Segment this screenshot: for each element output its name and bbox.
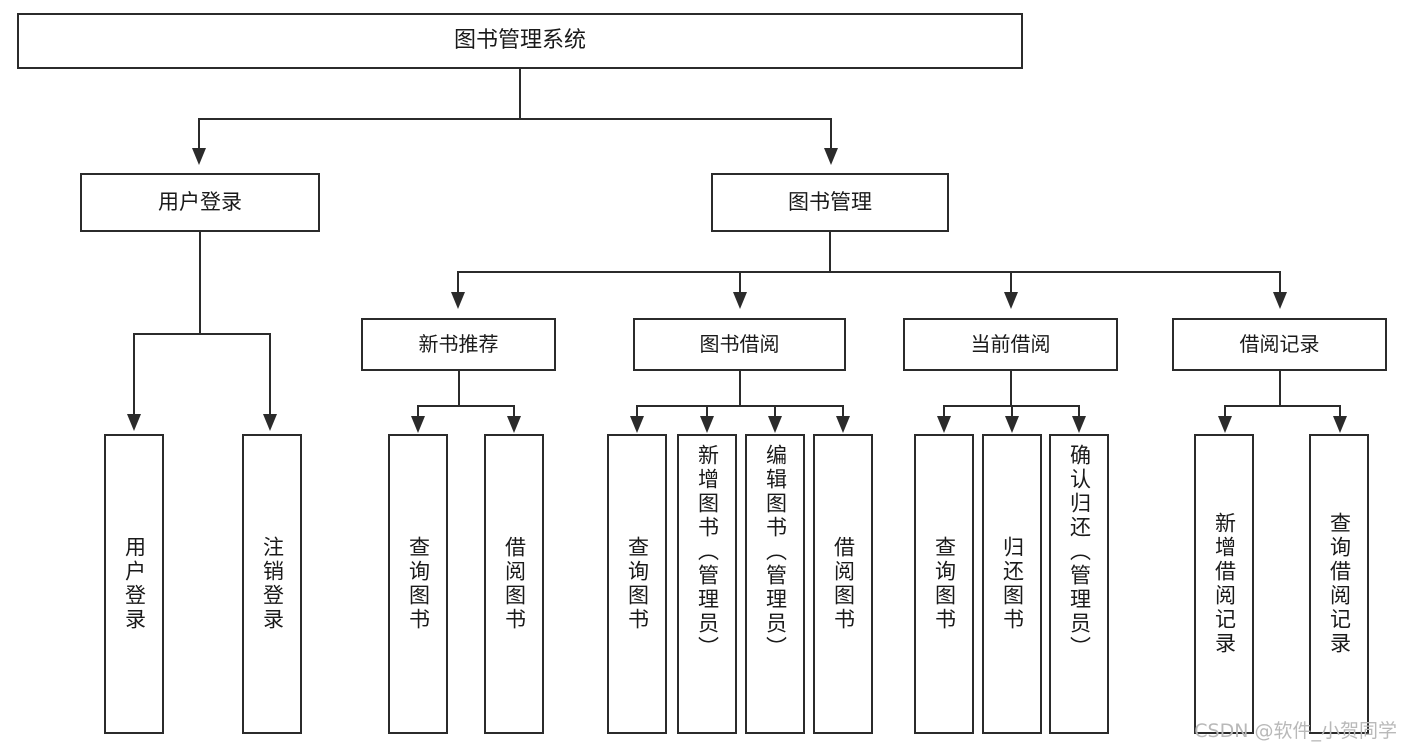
connector-new-book-bus bbox=[417, 405, 515, 407]
connector-book-borrow-stem bbox=[739, 371, 741, 406]
connector-user-login-to-leaf-2 bbox=[269, 333, 271, 415]
arrowhead-book-borrow-to-leaf-4 bbox=[836, 416, 850, 433]
connector-book-borrow-to-leaf-4 bbox=[842, 405, 844, 417]
connector-book-management-stem bbox=[829, 232, 831, 272]
node-book-management[interactable]: 图书管理 bbox=[711, 173, 949, 232]
leaf-label: 用户登录 bbox=[122, 536, 147, 632]
node-borrow-record[interactable]: 借阅记录 bbox=[1172, 318, 1387, 371]
connector-current-borrow-stem bbox=[1010, 371, 1012, 406]
leaf-book-borrow-edit-admin[interactable]: 编辑图书（管理员） bbox=[745, 434, 805, 734]
arrowhead-new-book-to-leaf-1 bbox=[411, 416, 425, 433]
connector-bm-to-borrow-record bbox=[1279, 271, 1281, 293]
node-label: 当前借阅 bbox=[970, 332, 1051, 356]
arrowhead-current-borrow-to-leaf-2 bbox=[1005, 416, 1019, 433]
leaf-label: 查询图书 bbox=[932, 536, 957, 632]
connector-root-stem bbox=[519, 69, 521, 119]
leaf-label: 编辑图书（管理员） bbox=[763, 444, 788, 660]
connector-bm-to-book-borrow bbox=[739, 271, 741, 293]
arrowhead-root-to-user-login bbox=[192, 148, 206, 165]
arrowhead-current-borrow-to-leaf-3 bbox=[1072, 416, 1086, 433]
connector-new-book-to-leaf-1 bbox=[417, 405, 419, 417]
arrowhead-borrow-record-to-leaf-2 bbox=[1333, 416, 1347, 433]
node-user-login[interactable]: 用户登录 bbox=[80, 173, 320, 232]
connector-current-borrow-to-leaf-1 bbox=[943, 405, 945, 417]
node-new-book-recommend[interactable]: 新书推荐 bbox=[361, 318, 556, 371]
node-current-borrow[interactable]: 当前借阅 bbox=[903, 318, 1118, 371]
arrowhead-borrow-record-to-leaf-1 bbox=[1218, 416, 1232, 433]
arrowhead-bm-to-borrow-record bbox=[1273, 292, 1287, 309]
leaf-new-book-query[interactable]: 查询图书 bbox=[388, 434, 448, 734]
node-label: 借阅记录 bbox=[1239, 332, 1320, 356]
arrowhead-bm-to-current-borrow bbox=[1004, 292, 1018, 309]
leaf-new-book-borrow[interactable]: 借阅图书 bbox=[484, 434, 544, 734]
connector-root-to-user-login bbox=[198, 118, 200, 150]
node-label: 新书推荐 bbox=[418, 332, 499, 356]
leaf-label: 借阅图书 bbox=[831, 536, 856, 632]
arrowhead-user-login-to-leaf-2 bbox=[263, 414, 277, 431]
arrowhead-current-borrow-to-leaf-1 bbox=[937, 416, 951, 433]
leaf-label: 注销登录 bbox=[260, 536, 285, 632]
arrowhead-root-to-book-management bbox=[824, 148, 838, 165]
leaf-book-borrow-add-admin[interactable]: 新增图书（管理员） bbox=[677, 434, 737, 734]
leaf-borrow-record-add[interactable]: 新增借阅记录 bbox=[1194, 434, 1254, 734]
leaf-current-borrow-confirm-admin[interactable]: 确认归还（管理员） bbox=[1049, 434, 1109, 734]
arrowhead-new-book-to-leaf-2 bbox=[507, 416, 521, 433]
connector-user-login-to-leaf-1 bbox=[133, 333, 135, 415]
leaf-label: 确认归还（管理员） bbox=[1067, 444, 1092, 660]
leaf-label: 归还图书 bbox=[1000, 536, 1025, 632]
connector-user-login-stem bbox=[199, 232, 201, 334]
arrowhead-user-login-to-leaf-1 bbox=[127, 414, 141, 431]
leaf-label: 新增图书（管理员） bbox=[695, 444, 720, 660]
node-book-borrow[interactable]: 图书借阅 bbox=[633, 318, 846, 371]
connector-root-to-book-management bbox=[830, 118, 832, 150]
connector-book-borrow-to-leaf-3 bbox=[774, 405, 776, 417]
node-label: 图书借阅 bbox=[699, 332, 780, 356]
arrowhead-book-borrow-to-leaf-2 bbox=[700, 416, 714, 433]
connector-borrow-record-bus bbox=[1224, 405, 1341, 407]
leaf-label: 查询借阅记录 bbox=[1327, 512, 1352, 656]
leaf-label: 借阅图书 bbox=[502, 536, 527, 632]
arrowhead-book-borrow-to-leaf-1 bbox=[630, 416, 644, 433]
connector-bm-to-current-borrow bbox=[1010, 271, 1012, 293]
connector-new-book-stem bbox=[458, 371, 460, 406]
connector-borrow-record-to-leaf-2 bbox=[1339, 405, 1341, 417]
node-label: 用户登录 bbox=[158, 190, 242, 215]
connector-book-borrow-to-leaf-1 bbox=[636, 405, 638, 417]
connector-bm-to-new-book bbox=[457, 271, 459, 293]
leaf-label: 查询图书 bbox=[406, 536, 431, 632]
connector-new-book-to-leaf-2 bbox=[513, 405, 515, 417]
leaf-book-borrow-borrow[interactable]: 借阅图书 bbox=[813, 434, 873, 734]
leaf-current-borrow-return[interactable]: 归还图书 bbox=[982, 434, 1042, 734]
leaf-current-borrow-query[interactable]: 查询图书 bbox=[914, 434, 974, 734]
connector-current-borrow-to-leaf-2 bbox=[1011, 405, 1013, 417]
node-label: 图书管理系统 bbox=[453, 28, 586, 54]
connector-book-borrow-to-leaf-2 bbox=[706, 405, 708, 417]
arrowhead-bm-to-book-borrow bbox=[733, 292, 747, 309]
leaf-book-borrow-query[interactable]: 查询图书 bbox=[607, 434, 667, 734]
connector-book-borrow-bus bbox=[636, 405, 844, 407]
arrowhead-book-borrow-to-leaf-3 bbox=[768, 416, 782, 433]
arrowhead-bm-to-new-book bbox=[451, 292, 465, 309]
leaf-label: 新增借阅记录 bbox=[1212, 512, 1237, 656]
leaf-user-login-login[interactable]: 用户登录 bbox=[104, 434, 164, 734]
connector-borrow-record-to-leaf-1 bbox=[1224, 405, 1226, 417]
leaf-label: 查询图书 bbox=[625, 536, 650, 632]
node-root-book-management-system[interactable]: 图书管理系统 bbox=[17, 13, 1023, 69]
connector-borrow-record-stem bbox=[1279, 371, 1281, 406]
node-label: 图书管理 bbox=[788, 190, 872, 215]
connector-root-bus bbox=[198, 118, 832, 120]
connector-current-borrow-to-leaf-3 bbox=[1078, 405, 1080, 417]
connector-book-management-bus bbox=[457, 271, 1281, 273]
leaf-borrow-record-query[interactable]: 查询借阅记录 bbox=[1309, 434, 1369, 734]
leaf-user-login-logout[interactable]: 注销登录 bbox=[242, 434, 302, 734]
connector-user-login-bus bbox=[133, 333, 269, 335]
